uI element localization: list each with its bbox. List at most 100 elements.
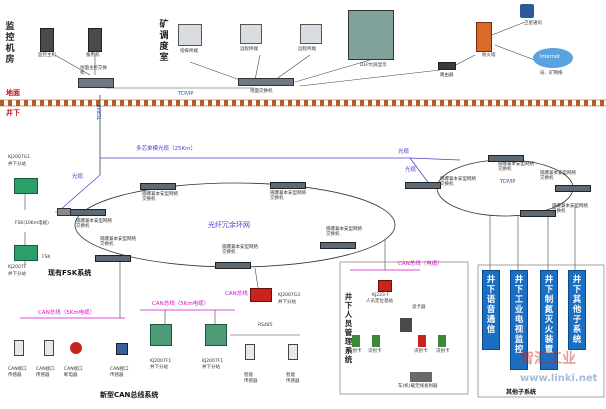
fsk-station-icon-1 — [14, 178, 38, 194]
backup-host-label: 备用机 — [86, 53, 100, 58]
ring-switch-label-5: 隔爆兼本安型网络交换机 — [222, 245, 258, 255]
subsystem-nitrogen: 井下制氮灭火装置 — [540, 270, 558, 370]
subsystem-frame — [477, 264, 605, 398]
multimode-fiber-label: 多芯单模光缆（25Km） — [136, 146, 196, 152]
sensor-4-sub-label: 传感器 — [110, 373, 124, 378]
can-g3-label: KJ2007G3 — [278, 293, 301, 298]
smart-sensor-icon-1 — [245, 344, 255, 360]
sensor-1-sub-label: 传感器 — [8, 373, 22, 378]
reader-icon — [400, 318, 412, 332]
ground-label: 地面 — [6, 89, 20, 97]
ring-switch-label-8: 隔爆兼本安型网络交换机 — [498, 162, 534, 172]
rs485-label: RS485 — [258, 323, 273, 328]
id-card-icon-4 — [438, 335, 446, 347]
sensor-icon-3 — [116, 343, 128, 355]
ring-switch-6 — [320, 242, 356, 249]
dispatch-terminal-icon — [178, 24, 202, 46]
fsk-label: FSK — [42, 255, 51, 260]
vehicle-icon — [410, 372, 432, 382]
personnel-kj-label: KJ223-F — [372, 293, 390, 298]
fsk-f-label: KJ2007F — [8, 265, 27, 270]
backup-host-icon — [88, 28, 102, 52]
can-g3-sub-label: 井下分站 — [278, 300, 296, 305]
card-label-4: 识别卡 — [436, 349, 450, 354]
ring-switch-3 — [70, 209, 106, 216]
sensor-3-sub-label: 断电器 — [64, 373, 78, 378]
ring-switch-label-2: 隔爆兼本安型网络交换机 — [270, 191, 306, 201]
can-f1b-label: KJ2007F1 — [202, 359, 224, 364]
dlp-label: DLP大屏显示 — [360, 63, 387, 68]
personnel-can-label: CAN总线（电缆） — [398, 261, 443, 267]
firewall-icon — [476, 22, 492, 52]
ground-switch-icon — [238, 78, 294, 86]
monitor-room-label: 监控机房 — [5, 22, 15, 65]
ring-switch-label-4: 隔爆兼本安型网络交换机 — [100, 237, 136, 247]
ring-switch-label-9: 隔爆兼本安型网络交换机 — [540, 171, 576, 181]
sensor-icon-2 — [44, 340, 54, 356]
can-bus-label-1: CAN总线（5Km电缆） — [38, 310, 96, 316]
ring-switch-9 — [555, 185, 591, 192]
id-card-icon-2 — [372, 335, 380, 347]
personnel-frame — [339, 261, 469, 395]
ring-switch-label-10: 隔爆兼本安型网络交换机 — [552, 204, 588, 214]
subsystem-tv: 井下工业电视监控 — [510, 270, 528, 370]
reader-label: 读卡器 — [412, 305, 426, 310]
ring-switch-7 — [405, 182, 441, 189]
dispatch-terminal-label: 指挥终端 — [180, 49, 198, 54]
smart-sensor-2-sub-label: 传感器 — [286, 379, 300, 384]
smart-sensor-2-label: 智能 — [286, 373, 295, 378]
can-f1b-icon — [205, 324, 227, 346]
smart-sensor-1-label: 智能 — [244, 373, 253, 378]
ring-label: 光纤冗余环网 — [208, 221, 250, 229]
satellite-icon — [520, 4, 534, 18]
firewall-label: 防火墙 — [482, 53, 496, 58]
sensor-4-label: CAN接口 — [110, 367, 129, 372]
ring-switch-label-7: 隔爆兼本安型网络交换机 — [440, 177, 476, 187]
fsk-f-sub-label: 井下分站 — [8, 272, 26, 277]
ring-switch-4 — [95, 255, 131, 262]
personnel-kj-sub-label: 人员定位基站 — [366, 299, 393, 304]
watermark-cn: 智汇工业 — [520, 351, 576, 367]
card-label-2: 识别卡 — [368, 349, 382, 354]
personnel-system-title: 井下人员管理系统 — [344, 292, 353, 364]
satellite-label: 卫星通讯 — [524, 21, 542, 26]
subsystem-voice: 井下语音通信 — [482, 270, 500, 350]
fsk-g1-label: KJ2007G1 — [8, 155, 31, 160]
can-g3-icon — [250, 288, 272, 302]
can-f1a-sub-label: 井下分站 — [150, 365, 168, 370]
ground-switch-label: 地面交换机 — [250, 89, 273, 94]
can-bus-label-2: CAN总线（5Km电缆） — [152, 301, 210, 307]
can-f1b-sub-label: 井下分站 — [202, 365, 220, 370]
can-bus-label-3: CAN总线 — [225, 291, 248, 297]
sensor-2-sub-label: 传感器 — [36, 373, 50, 378]
subsystem-other: 井下其他子系统 — [568, 270, 586, 350]
remote-terminal-label-1: 远程终端 — [240, 47, 258, 52]
fsk-system-title: 现有FSK系统 — [48, 269, 92, 277]
smart-sensor-1-sub-label: 传感器 — [244, 379, 258, 384]
ring-switch-8 — [488, 155, 524, 162]
id-card-icon-3 — [418, 335, 426, 347]
dispatch-room-label: 矿调度室 — [159, 20, 169, 63]
ring-switch-label-6: 隔爆兼本安型网络交换机 — [326, 227, 362, 237]
sensor-2-label: CAN接口 — [36, 367, 55, 372]
breaker-icon — [70, 342, 82, 354]
tcpip-ring-label: TCP/IP — [500, 179, 516, 185]
remote-terminal-icon-1 — [240, 24, 262, 44]
fiber-label-3: 光缆 — [405, 167, 417, 173]
internet-cloud-icon — [533, 48, 573, 68]
card-label-3: 识别卡 — [414, 349, 428, 354]
fsk-station-icon-2 — [14, 245, 38, 261]
monitor-host-label: 监控主机 — [38, 53, 56, 58]
underground-label: 井下 — [6, 109, 20, 117]
smart-sensor-icon-2 — [288, 344, 298, 360]
ring-switch-label-1: 隔爆兼本安型网络交换机 — [142, 192, 178, 202]
can-f1a-icon — [150, 324, 172, 346]
watermark-en: www.linki.net — [520, 373, 598, 384]
sensor-3-label: CAN接口 — [64, 367, 83, 372]
remote-terminal-icon-2 — [300, 24, 322, 44]
subsystem-title: 其他子系统 — [506, 389, 537, 396]
ring-switch-10 — [520, 210, 556, 217]
can-system-title: 新型CAN总线系统 — [100, 391, 159, 399]
locator-station-icon — [378, 280, 392, 292]
